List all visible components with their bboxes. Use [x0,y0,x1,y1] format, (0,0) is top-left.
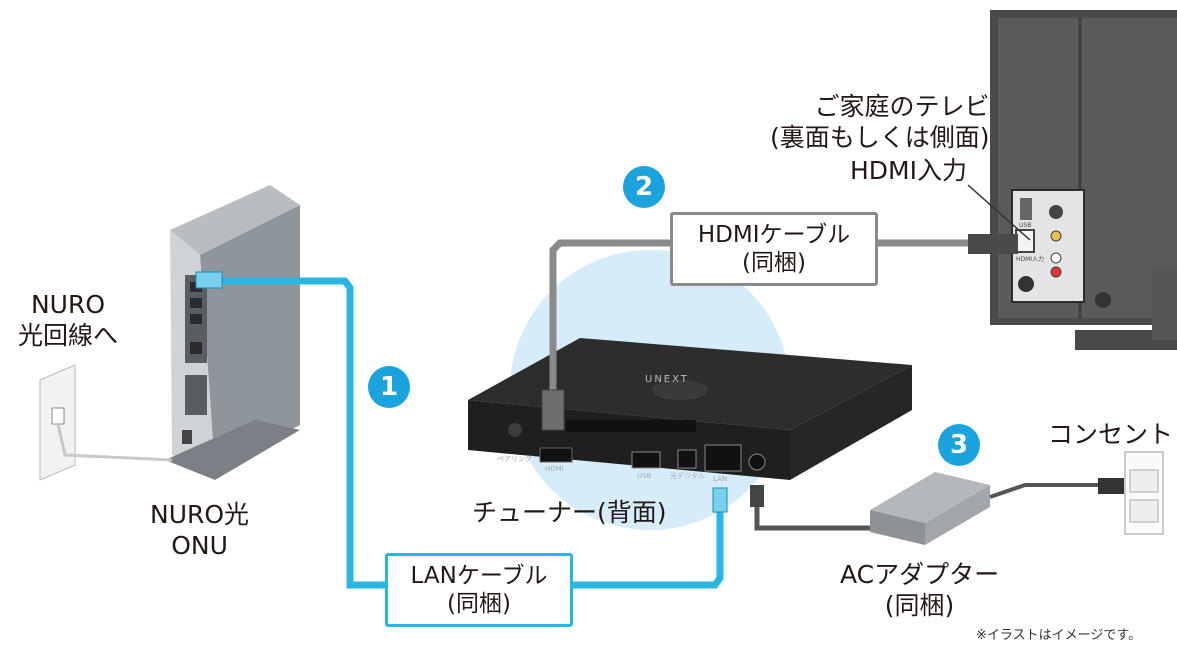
hdmi-cable-box: HDMIケーブル (同梱) [670,212,878,286]
wall-socket [39,364,76,481]
step-badge-3: 3 [938,424,980,466]
tuner-label: チューナー(背面) [472,498,667,527]
usb-port-label: USB [637,472,652,480]
onu-illustration [165,185,300,480]
lan-plug-tuner [712,487,728,513]
ac-adapter-label: ACアダプター (同梱) [840,560,999,621]
tv-hdmi-port-label: HDMI入力 [1016,256,1045,263]
tv-label-line1: ご家庭のテレビ [814,92,990,121]
footnote: ※イラストはイメージです。 [976,628,1142,643]
hdmi-input-label: HDMI入力 [850,156,967,185]
ac-adapter-label-line2: (同梱) [884,590,955,620]
hdmi-cable-box-line2: (同梱) [742,250,806,276]
lan-cable [220,277,724,589]
hdmi-plug-tuner [541,389,565,431]
tv-label-line2: (裏面もしくは側面) [770,122,990,152]
outlet-illustration [1124,451,1164,535]
tv-usb-label: USB [1019,222,1032,229]
step-badge-1: 1 [368,366,410,408]
lan-plug-onu [195,271,223,289]
ac-adapter-label-line1: ACアダプター [840,560,1000,589]
hdmi-cable-box-line1: HDMIケーブル [697,221,851,248]
lan-cable-box-line2: (同梱) [447,591,511,617]
hdmi-port-label: HDMI [545,465,564,473]
lan-port-label: LAN [713,475,728,483]
onu-label: NURO光 ONU [150,500,249,561]
onu-label-line1: NURO光 [150,500,250,529]
outlet-label: コンセント [1048,420,1174,449]
ac-adapter-illustration [870,472,990,545]
tv-label: ご家庭のテレビ (裏面もしくは側面) [770,92,990,153]
step-badge-2: 2 [623,166,665,208]
nuro-line-label-line1: NURO [30,290,106,319]
tv-illustration [990,10,1177,350]
tv-callout-line [967,184,1031,241]
lan-cable-box-line1: LANケーブル [410,562,548,589]
dc-plug-tuner [750,485,764,507]
power-cable [754,485,870,531]
onu-label-line2: ONU [171,530,228,560]
digital-port-label: 光デジタル [670,472,705,480]
nuro-line-label-line2: 光回線へ [18,320,119,350]
nuro-line-cable [56,423,173,462]
pairing-port-label: ペアリング [497,455,532,463]
hdmi-plug-tv [968,234,1018,254]
ac-plug-outlet [1098,478,1124,494]
tuner-logo: UNEXT [645,374,689,385]
nuro-line-label: NURO 光回線へ [18,290,118,351]
outlet-cable [989,483,1110,499]
lan-cable-box: LANケーブル (同梱) [385,553,573,627]
